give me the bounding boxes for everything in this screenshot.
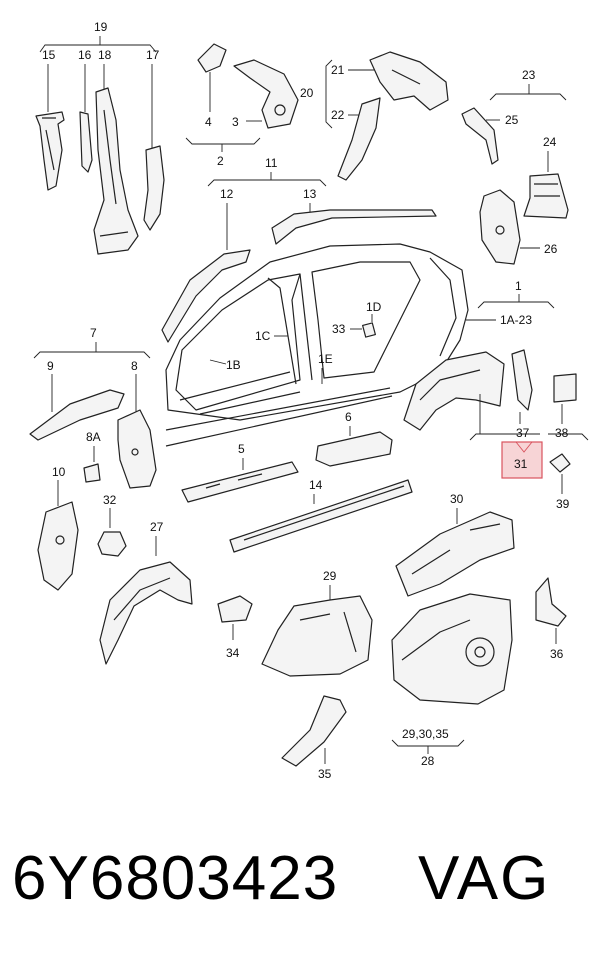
label-17[interactable]: 17: [146, 48, 160, 62]
label-4[interactable]: 4: [205, 115, 212, 129]
part-22: [337, 97, 381, 181]
label-25[interactable]: 25: [505, 113, 519, 127]
label-36[interactable]: 36: [550, 647, 564, 661]
label-10[interactable]: 10: [52, 465, 66, 479]
part-34: [217, 595, 253, 623]
part-26: [479, 189, 521, 265]
label-34[interactable]: 34: [226, 646, 240, 660]
part-13: [271, 209, 437, 245]
label-1b[interactable]: 1B: [226, 358, 241, 372]
part-8a: [83, 463, 101, 483]
part-16: [79, 111, 93, 173]
label-28[interactable]: 28: [421, 754, 435, 768]
label-3[interactable]: 3: [232, 115, 239, 129]
label-21[interactable]: 21: [331, 63, 345, 77]
part-25: [461, 107, 499, 165]
label-14[interactable]: 14: [309, 478, 323, 492]
part-37: [511, 349, 533, 411]
label-31[interactable]: 31: [514, 457, 528, 471]
label-5[interactable]: 5: [238, 442, 245, 456]
part-35: [281, 695, 347, 767]
footer: 6Y6803423 VAG: [0, 835, 600, 935]
part-33: [362, 322, 376, 338]
part-5: [181, 461, 299, 503]
part-12: [161, 249, 251, 343]
label-16[interactable]: 16: [78, 48, 92, 62]
label-13[interactable]: 13: [303, 187, 317, 201]
label-8a[interactable]: 8A: [86, 430, 101, 444]
label-1a-23[interactable]: 1A-23: [500, 313, 532, 327]
label-8[interactable]: 8: [131, 359, 138, 373]
part-39: [549, 453, 571, 473]
label-12[interactable]: 12: [220, 187, 234, 201]
label-20[interactable]: 20: [300, 86, 314, 100]
label-11[interactable]: 11: [265, 156, 278, 170]
label-29-30-35[interactable]: 29,30,35: [402, 727, 449, 741]
label-9[interactable]: 9: [47, 359, 54, 373]
label-1[interactable]: 1: [515, 279, 522, 293]
part-36: [535, 577, 567, 627]
part-30: [395, 511, 515, 597]
part-number: 6Y6803423: [12, 844, 339, 913]
part-28-strut-tower: [391, 593, 513, 705]
brand-name: VAG: [418, 844, 551, 913]
part-15: [35, 111, 65, 191]
part-31-wheel-arch: [403, 351, 505, 431]
label-39[interactable]: 39: [556, 497, 570, 511]
label-37[interactable]: 37: [516, 426, 530, 440]
parts-diagram: 19 15 16 18 17 4 3 2 20 21 22: [29, 20, 589, 781]
label-35[interactable]: 35: [318, 767, 332, 781]
part-27: [99, 561, 193, 665]
body-side-panel: [165, 243, 469, 447]
part-9: [29, 389, 125, 441]
highlight-31[interactable]: 31: [501, 441, 543, 479]
label-1d[interactable]: 1D: [366, 300, 382, 314]
label-32[interactable]: 32: [103, 493, 117, 507]
label-1e[interactable]: 1E: [318, 352, 333, 366]
label-19[interactable]: 19: [94, 20, 108, 34]
label-29[interactable]: 29: [323, 569, 337, 583]
part-4: [197, 43, 227, 73]
label-38[interactable]: 38: [555, 426, 569, 440]
part-38: [553, 373, 577, 403]
label-24[interactable]: 24: [543, 135, 557, 149]
part-3: [233, 59, 299, 129]
label-15[interactable]: 15: [42, 48, 56, 62]
label-27[interactable]: 27: [150, 520, 164, 534]
part-8: [117, 409, 157, 489]
label-7[interactable]: 7: [90, 326, 97, 340]
part-29: [261, 595, 373, 677]
part-6: [315, 431, 393, 467]
label-1c[interactable]: 1C: [255, 329, 271, 343]
label-2[interactable]: 2: [217, 154, 224, 168]
label-33[interactable]: 33: [332, 322, 346, 336]
part-32: [97, 531, 127, 557]
label-18[interactable]: 18: [98, 48, 112, 62]
part-17: [143, 145, 165, 231]
part-24: [523, 173, 569, 219]
part-14: [229, 479, 413, 553]
label-30[interactable]: 30: [450, 492, 464, 506]
label-23[interactable]: 23: [522, 68, 536, 82]
label-26[interactable]: 26: [544, 242, 558, 256]
label-6[interactable]: 6: [345, 410, 352, 424]
part-10: [37, 501, 79, 591]
label-22[interactable]: 22: [331, 108, 345, 122]
part-18: [93, 87, 139, 255]
part-21: [369, 51, 449, 111]
